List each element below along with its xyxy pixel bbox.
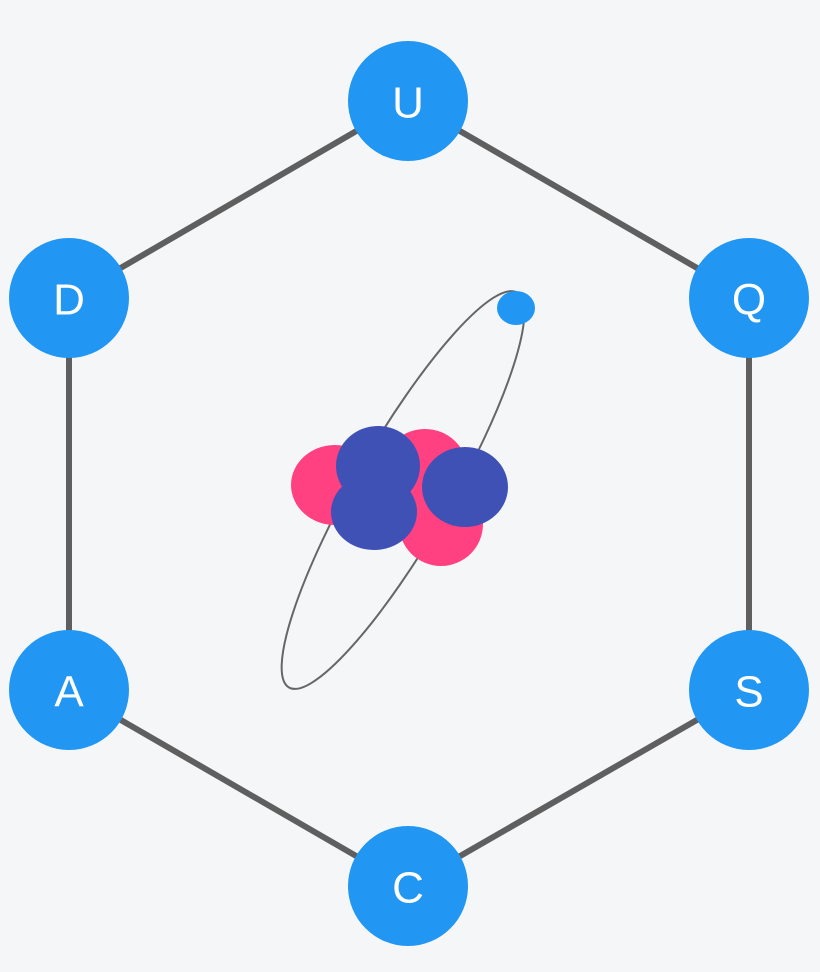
neutron — [422, 447, 508, 527]
node-q[interactable]: Q — [689, 238, 809, 358]
node-d[interactable]: D — [9, 238, 129, 358]
node-a-label: A — [54, 668, 84, 717]
node-s-label: S — [734, 668, 763, 717]
node-a[interactable]: A — [9, 630, 129, 750]
node-q-label: Q — [732, 276, 766, 325]
node-u[interactable]: U — [348, 41, 468, 161]
edge-s-c — [405, 687, 752, 889]
node-c[interactable]: C — [348, 826, 468, 946]
edge-c-a — [66, 687, 411, 889]
node-d-label: D — [53, 276, 85, 325]
neutron — [331, 474, 417, 550]
node-s[interactable]: S — [689, 630, 809, 750]
node-u-circle — [348, 41, 468, 161]
node-u-label: U — [392, 79, 424, 128]
edge-u-q — [405, 98, 752, 301]
edge-d-u — [66, 98, 411, 301]
node-c-label: C — [392, 864, 424, 913]
node-a-circle — [9, 630, 129, 750]
node-q-circle — [689, 238, 809, 358]
electron — [497, 291, 535, 325]
atom-icon — [280, 290, 535, 690]
node-c-circle — [348, 826, 468, 946]
node-s-circle — [689, 630, 809, 750]
hexagon-edges — [66, 98, 752, 889]
node-d-circle — [9, 238, 129, 358]
